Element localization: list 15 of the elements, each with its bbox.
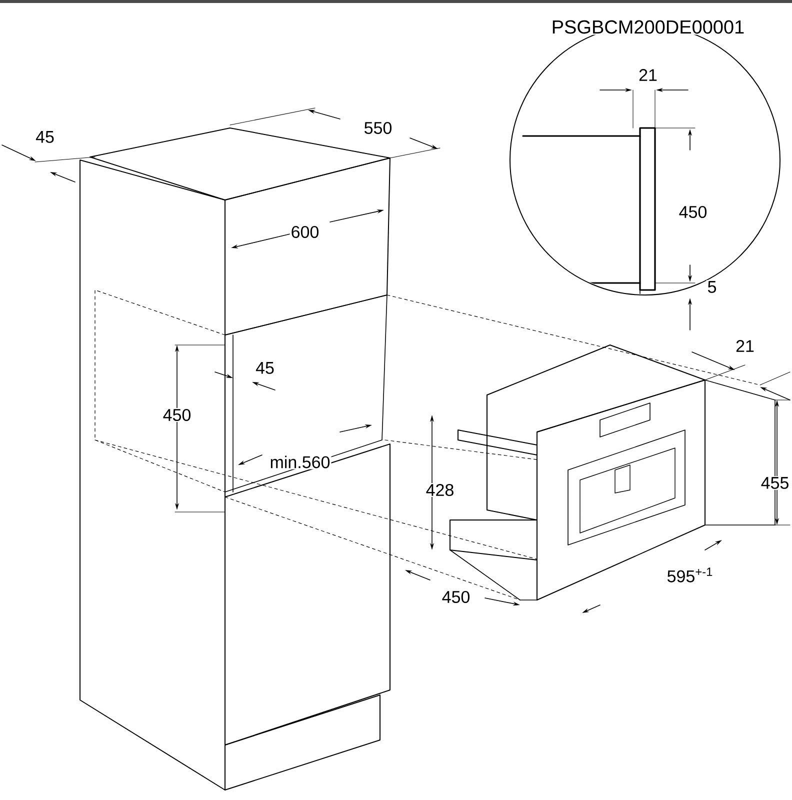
dimension-label: 595$^{+-1}$ [666,566,714,584]
dimension-label: 21 [734,339,756,353]
dimension-label: 5 [706,280,718,294]
dimension-label: 45 [34,130,56,144]
dimension-label: 450 [440,590,472,604]
dimension-label: 21 [638,68,658,82]
dimension-label: 550 [362,120,394,135]
dimension-label: PSGBCM200DE00001 [550,19,746,35]
dimension-label: 450 [678,204,708,219]
dimension-label: 428 [424,482,456,498]
dimension-label: 45 [254,361,276,375]
dimension-label: 600 [290,224,320,239]
dimension-label: 455 [760,476,790,490]
dimension-label: min.560 [268,454,332,470]
dimension-label: 450 [162,408,192,422]
